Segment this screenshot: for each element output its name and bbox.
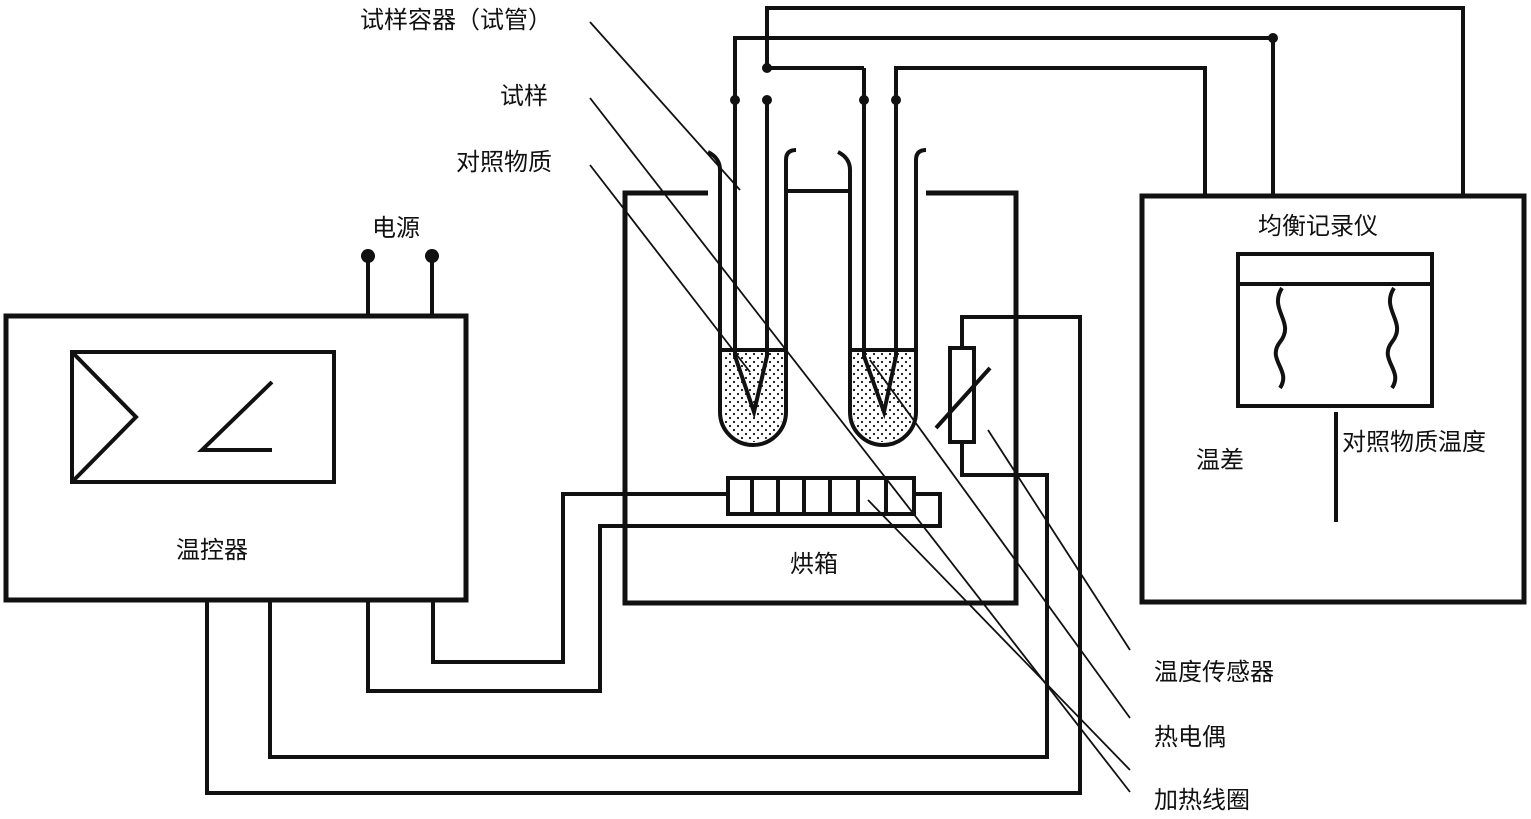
leader-reference: [589, 164, 751, 373]
power-label: 电源: [372, 214, 420, 242]
heating-coil: [366, 476, 942, 693]
oven: 烘箱: [622, 189, 1019, 606]
leader-thermocouple: [869, 359, 1131, 719]
thermocouple-label: 热电偶: [1154, 723, 1226, 751]
power-terminals: 电源: [361, 214, 439, 316]
leader-sample: [589, 97, 1131, 793]
leader-sensor: [987, 429, 1131, 651]
temp-sensor: [205, 315, 1082, 795]
leader-coil: [867, 499, 1131, 771]
triangle-symbol: [70, 350, 139, 484]
trace-left: [1273, 286, 1288, 390]
sample-container-label: 试样容器（试管）: [360, 6, 552, 34]
balance-recorder: 均衡记录仪 温差 对照物质温度: [1139, 193, 1527, 605]
temp-sensor-label: 温度传感器: [1154, 658, 1274, 686]
oven-label: 烘箱: [790, 550, 838, 578]
temp-controller-label: 温控器: [176, 536, 248, 564]
reference-tube: [837, 148, 927, 447]
leader-container: [589, 21, 741, 191]
sample-label: 试样: [500, 82, 548, 110]
arrow-symbol: [197, 380, 274, 452]
trace-right: [1385, 286, 1400, 390]
thermocouple-wires: [730, 6, 1465, 420]
ref-temp-label: 对照物质温度: [1342, 428, 1486, 456]
heating-coil-label: 加热线圈: [1154, 786, 1250, 814]
temp-diff-label: 温差: [1196, 446, 1244, 474]
leader-lines: [589, 21, 1131, 793]
recorder-label: 均衡记录仪: [1258, 212, 1378, 240]
temp-controller: 温控器: [3, 313, 469, 603]
reference-label: 对照物质: [456, 148, 552, 176]
